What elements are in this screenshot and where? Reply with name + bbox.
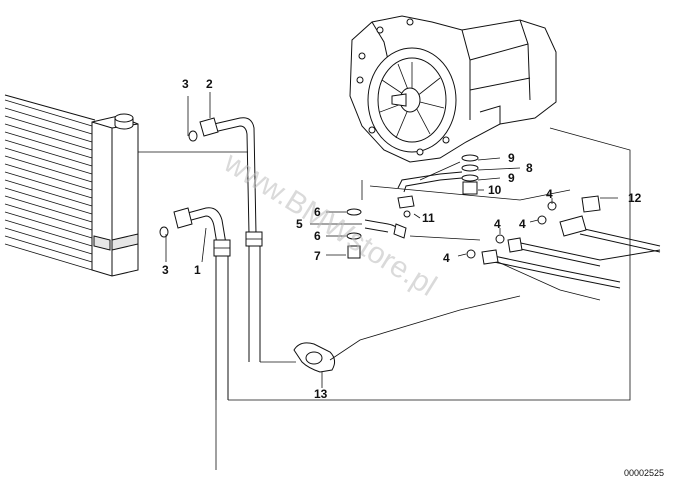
callout-6-a: 6 bbox=[314, 205, 321, 219]
callout-4-a: 4 bbox=[546, 187, 553, 201]
callout-4-c: 4 bbox=[519, 217, 526, 231]
automatic-transmission bbox=[349, 15, 557, 163]
callout-labels: 1 2 3 3 4 4 4 4 5 6 6 7 8 9 9 10 11 12 1… bbox=[162, 77, 642, 401]
callout-8: 8 bbox=[526, 161, 533, 175]
callout-3-upper: 3 bbox=[182, 77, 189, 91]
callout-13: 13 bbox=[314, 387, 328, 401]
callout-5: 5 bbox=[296, 217, 303, 231]
callout-3-lower: 3 bbox=[162, 263, 169, 277]
radiator bbox=[4, 94, 139, 277]
oil-cooler-lines bbox=[159, 117, 263, 400]
callout-12: 12 bbox=[628, 191, 642, 205]
callout-11: 11 bbox=[422, 211, 435, 225]
document-number: 00002525 bbox=[624, 468, 664, 478]
callout-6-b: 6 bbox=[314, 229, 321, 243]
hose-clamp bbox=[293, 342, 336, 373]
transmission-side-pipes bbox=[346, 154, 661, 289]
callout-9-b: 9 bbox=[508, 171, 515, 185]
callout-2: 2 bbox=[206, 77, 213, 91]
callout-10: 10 bbox=[488, 183, 502, 197]
leader-lines bbox=[138, 92, 631, 470]
callout-4-b: 4 bbox=[494, 217, 501, 231]
watermark: www.BMWstore.pl bbox=[217, 145, 442, 302]
callout-1: 1 bbox=[194, 263, 201, 277]
callout-7: 7 bbox=[314, 249, 321, 263]
callout-9-a: 9 bbox=[508, 151, 515, 165]
callout-4-d: 4 bbox=[443, 251, 450, 265]
